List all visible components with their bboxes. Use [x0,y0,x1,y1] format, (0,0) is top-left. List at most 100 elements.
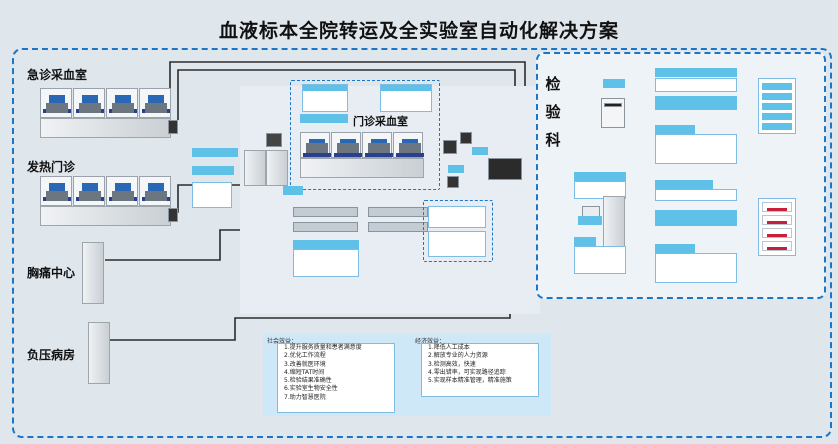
blood-station [40,88,72,118]
emergency-stations [40,88,178,140]
dashed-box [423,200,493,262]
fever-clinic-label: 发热门诊 [27,160,76,174]
transport-cabinet [82,242,104,304]
list-item: 4.缩短TAT时间 [284,368,325,376]
waiting-chairs [293,207,358,217]
outpatient-stations [300,132,430,184]
blood-station [331,132,362,158]
list-item: 5.实现样本精准管理，精准施策 [428,377,512,385]
transport-cabinet [88,322,110,384]
emergency-label: 急诊采血室 [27,68,88,82]
lab-label: 检验科 [545,75,561,149]
blood-station [40,176,72,206]
blood-station [362,132,393,158]
info-pill [655,125,695,134]
info-pill [283,186,303,195]
waiting-chairs [368,222,428,232]
info-panel [655,134,737,164]
info-pill [574,172,626,181]
list-item: 7.助力智慧医院 [284,393,326,401]
chest-pain-label: 胸痛中心 [27,266,76,280]
sender-module [168,120,178,134]
info-panel [293,249,359,277]
info-pill [578,216,602,225]
device-item [762,113,792,120]
blood-station [139,176,171,206]
info-pill [293,240,359,249]
blood-station [106,88,138,118]
device-item [762,83,792,90]
list-item: 1.提升服务质量和患者满意度 [284,344,362,351]
list-item: 2.解放专业的人力资源 [428,352,488,360]
list-item: 1.降低人工成本 [428,344,470,351]
hub-module [460,132,472,144]
hub-module [443,140,457,154]
info-pill [655,96,737,110]
central-switch [488,158,522,180]
partner-logos [758,198,796,256]
info-panel [428,231,486,257]
device-item [762,103,792,110]
info-pill [448,165,464,173]
info-pill [603,79,625,88]
blood-station [393,132,424,158]
counter [40,118,171,138]
robot-cart-stripe [604,103,622,107]
info-panel [428,206,486,228]
list-item: 2.优化工作流程 [284,352,326,360]
blood-station [106,176,138,206]
info-panel [574,246,626,274]
info-pill [192,148,238,157]
info-pill [472,147,488,155]
info-panel [655,253,737,283]
device-item [762,93,792,100]
hospital-boundary [12,48,832,438]
blood-station [139,88,171,118]
info-panel [380,84,432,112]
sorting-machine [244,150,266,186]
outpatient-label: 门诊采血室 [353,115,408,128]
partner-logo [762,241,792,251]
info-pill [300,114,348,123]
waiting-chairs [293,222,358,232]
monitor [266,133,282,147]
lab-analyzer [603,196,625,248]
counter [40,206,171,226]
info-pill [655,180,713,189]
info-pill [655,210,737,226]
social-benefits-list: 1.提升服务质量和患者满意度 2.优化工作流程 3.改善就医环境 4.缩短TAT… [277,343,395,413]
info-panel [192,182,232,208]
hub-module [447,176,459,188]
info-pill [192,166,234,175]
negative-pressure-label: 负压病房 [27,348,76,362]
page-title: 血液标本全院转运及全实验室自动化解决方案 [218,20,619,42]
partner-logo [762,202,792,212]
economic-benefits-list: 1.降低人工成本 2.解放专业的人力资源 3.检测高效，快速 4.零出错率，可实… [421,343,539,397]
info-pill [655,244,695,253]
blood-station [300,132,331,158]
info-pill [655,68,737,77]
device-list [758,78,796,134]
info-pill [574,237,596,246]
benefits-panel: 社会效益： 1.提升服务质量和患者满意度 2.优化工作流程 3.改善就医环境 4… [263,334,551,416]
counter [300,158,424,178]
social-benefits-title: 社会效益： [267,338,298,345]
list-item: 3.检测高效，快速 [428,360,476,368]
outpatient-dashed-box [290,80,440,190]
list-item: 4.零出错率，可实现路径追踪 [428,368,506,376]
waiting-chairs [368,207,428,217]
list-item: 3.改善就医环境 [284,360,326,368]
fever-stations [40,176,178,228]
info-panel [574,181,626,199]
info-panel [655,78,737,92]
info-panel [655,189,737,201]
partner-logo [762,228,792,238]
partner-logo [762,215,792,225]
blood-station [73,176,105,206]
list-item: 5.检验结果准确性 [284,377,332,385]
kiosk [266,150,288,186]
list-item: 6.实验室生物安全性 [284,385,338,393]
economic-benefits-title: 经济效益： [415,338,446,345]
device-item [762,123,792,130]
sender-module [168,208,178,222]
